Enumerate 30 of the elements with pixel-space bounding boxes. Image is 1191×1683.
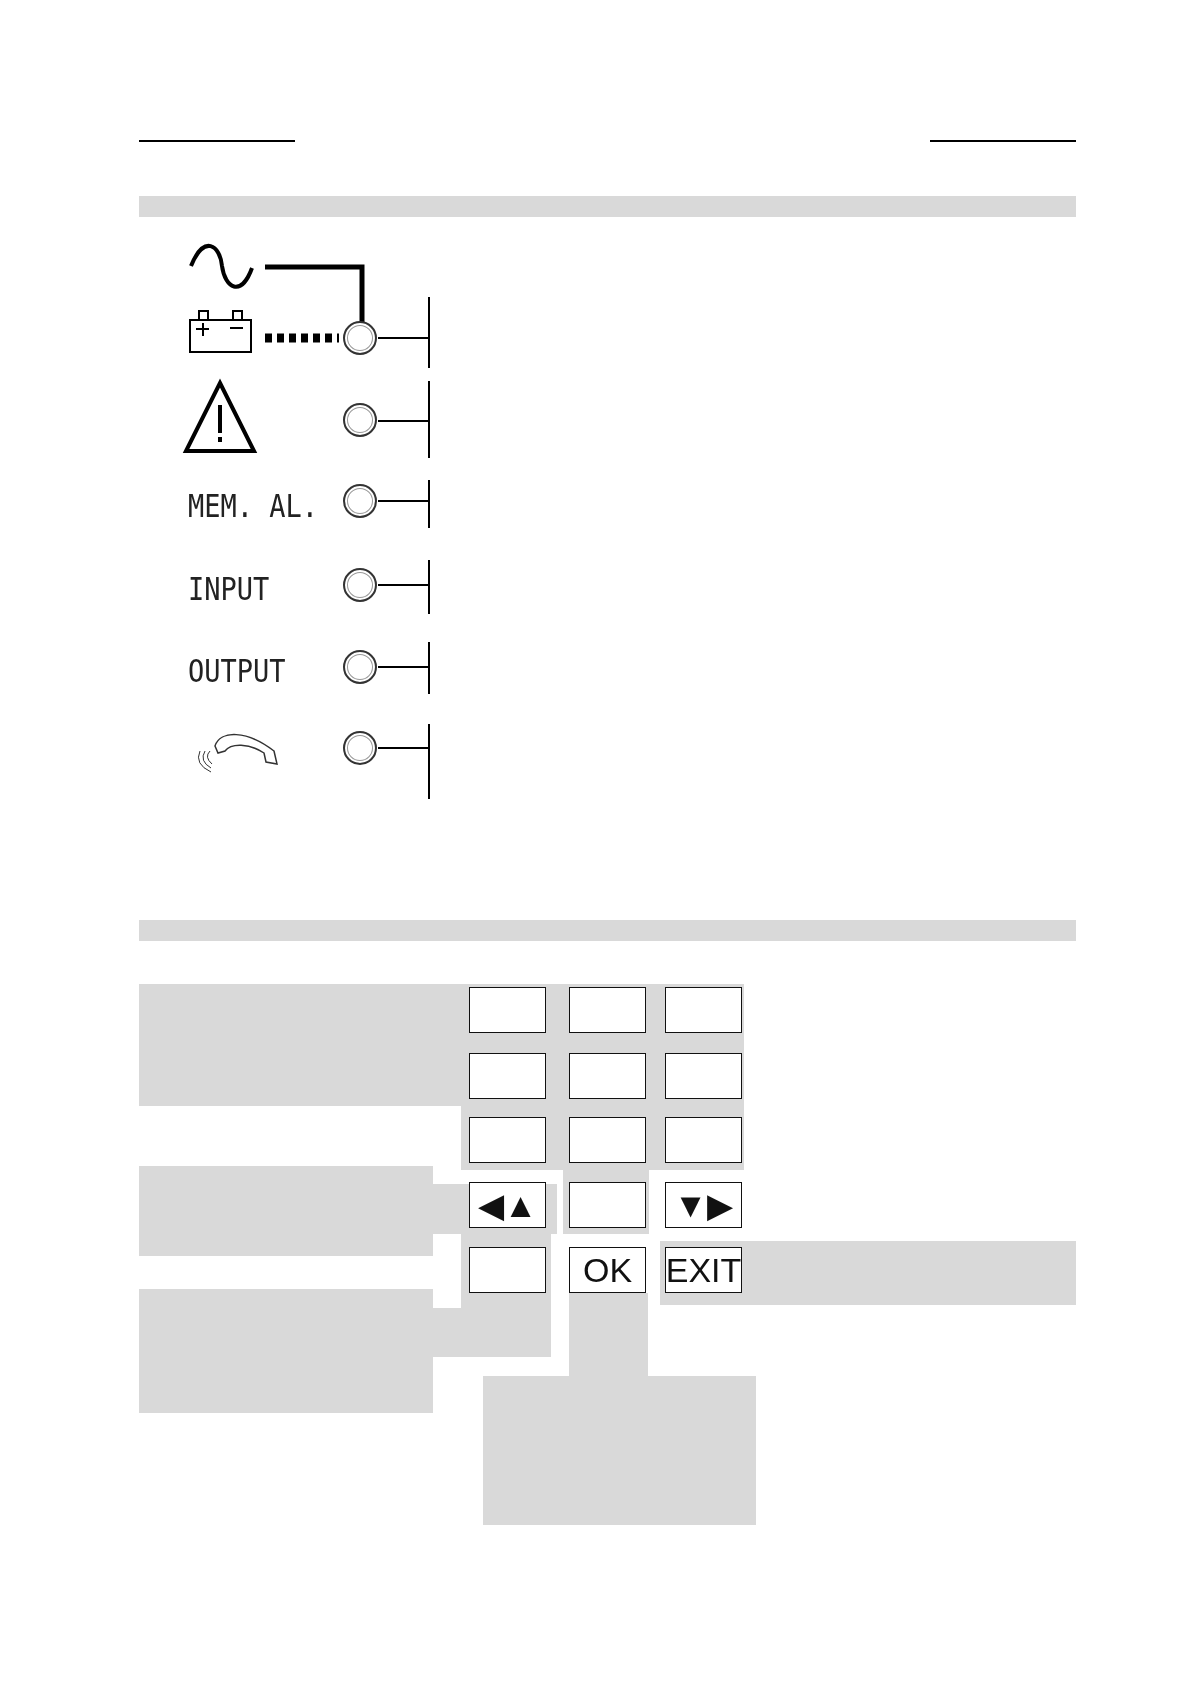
indicator-led	[343, 650, 377, 684]
blank-key	[469, 1247, 546, 1293]
blank-key	[665, 1053, 742, 1099]
indicator-label: INPUT	[188, 571, 270, 607]
leader-line	[377, 479, 430, 529]
blank-key	[569, 1182, 646, 1228]
leader-line	[377, 559, 430, 615]
leader-line	[377, 641, 430, 695]
keypad-key: ◀▲	[469, 1182, 546, 1228]
blank-key	[469, 1053, 546, 1099]
indicator-led	[343, 321, 377, 355]
keypad-key: ▼▶	[665, 1182, 742, 1228]
indicator-led	[343, 731, 377, 765]
indicator-led	[343, 568, 377, 602]
indicator-led	[343, 403, 377, 437]
indicator-label: OUTPUT	[188, 653, 286, 689]
blank-key	[469, 987, 546, 1033]
indicator-led	[343, 484, 377, 518]
blank-key	[665, 1117, 742, 1163]
keypad-key: OK	[569, 1247, 646, 1293]
blank-key	[569, 1117, 646, 1163]
leader-line	[377, 296, 430, 369]
leader-line	[377, 723, 430, 800]
blank-key	[469, 1117, 546, 1163]
leader-line	[377, 380, 430, 459]
blank-key	[569, 1053, 646, 1099]
indicator-label: MEM. AL.	[188, 488, 319, 524]
blank-key	[569, 987, 646, 1033]
blank-key	[665, 987, 742, 1033]
keypad-key: EXIT	[665, 1247, 742, 1293]
